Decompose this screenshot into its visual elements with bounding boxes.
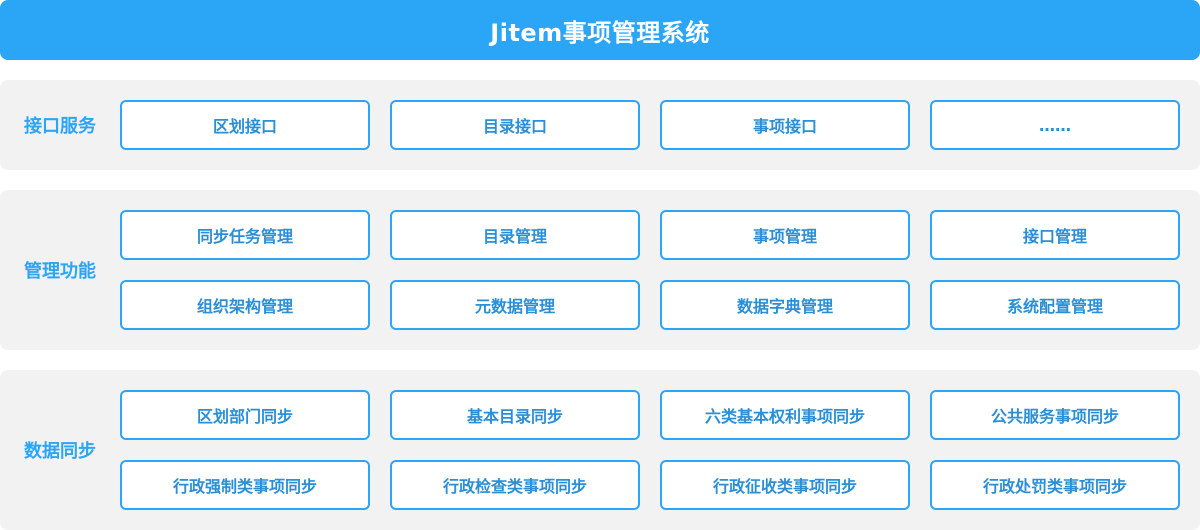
module-box: 区划部门同步 [120, 390, 370, 440]
module-grid: 区划部门同步 基本目录同步 六类基本权利事项同步 公共服务事项同步 行政强制类事… [120, 390, 1180, 510]
module-box: 事项接口 [660, 100, 910, 150]
module-box: 同步任务管理 [120, 210, 370, 260]
section-data-sync: 数据同步 区划部门同步 基本目录同步 六类基本权利事项同步 公共服务事项同步 行… [0, 370, 1200, 530]
module-box-ellipsis: …… [930, 100, 1180, 150]
module-box: 目录管理 [390, 210, 640, 260]
module-box: 目录接口 [390, 100, 640, 150]
section-label: 管理功能 [24, 261, 96, 282]
module-box: 元数据管理 [390, 280, 640, 330]
system-title: Jitem事项管理系统 [490, 18, 710, 47]
module-box: 事项管理 [660, 210, 910, 260]
section-interface-services: 接口服务 区划接口 目录接口 事项接口 …… [0, 80, 1200, 170]
module-box: 系统配置管理 [930, 280, 1180, 330]
module-box: 六类基本权利事项同步 [660, 390, 910, 440]
section-management-functions: 管理功能 同步任务管理 目录管理 事项管理 接口管理 组织架构管理 元数据管理 … [0, 190, 1200, 350]
section-label: 接口服务 [24, 116, 96, 137]
section-label: 数据同步 [24, 441, 96, 462]
module-box: 行政处罚类事项同步 [930, 460, 1180, 510]
module-box: 区划接口 [120, 100, 370, 150]
module-box: 组织架构管理 [120, 280, 370, 330]
module-box: 基本目录同步 [390, 390, 640, 440]
module-grid: 同步任务管理 目录管理 事项管理 接口管理 组织架构管理 元数据管理 数据字典管… [120, 210, 1180, 330]
module-box: 行政检查类事项同步 [390, 460, 640, 510]
system-title-bar: Jitem事项管理系统 [0, 0, 1200, 60]
module-box: 接口管理 [930, 210, 1180, 260]
module-box: 公共服务事项同步 [930, 390, 1180, 440]
module-grid: 区划接口 目录接口 事项接口 …… [120, 100, 1180, 150]
module-box: 行政强制类事项同步 [120, 460, 370, 510]
module-box: 行政征收类事项同步 [660, 460, 910, 510]
module-box: 数据字典管理 [660, 280, 910, 330]
